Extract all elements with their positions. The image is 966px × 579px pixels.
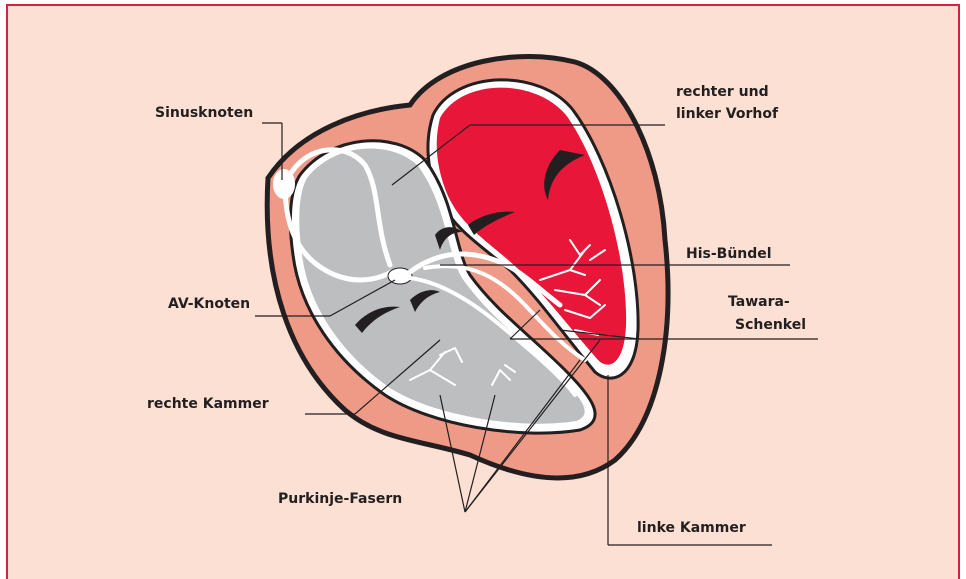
label-vorhof-line2: linker Vorhof [676,106,779,122]
label-rechte-kammer: rechte Kammer [147,396,269,412]
label-linke-kammer: linke Kammer [637,520,746,536]
label-vorhof-line1: rechter und [676,84,769,100]
label-tawara-line2: Schenkel [735,317,806,333]
label-av-knoten: AV-Knoten [168,296,250,312]
label-purkinje: Purkinje-Fasern [278,491,402,507]
label-tawara-line1: Tawara- [728,294,790,310]
label-his-buendel: His-Bündel [686,246,772,262]
label-sinusknoten: Sinusknoten [155,105,253,121]
